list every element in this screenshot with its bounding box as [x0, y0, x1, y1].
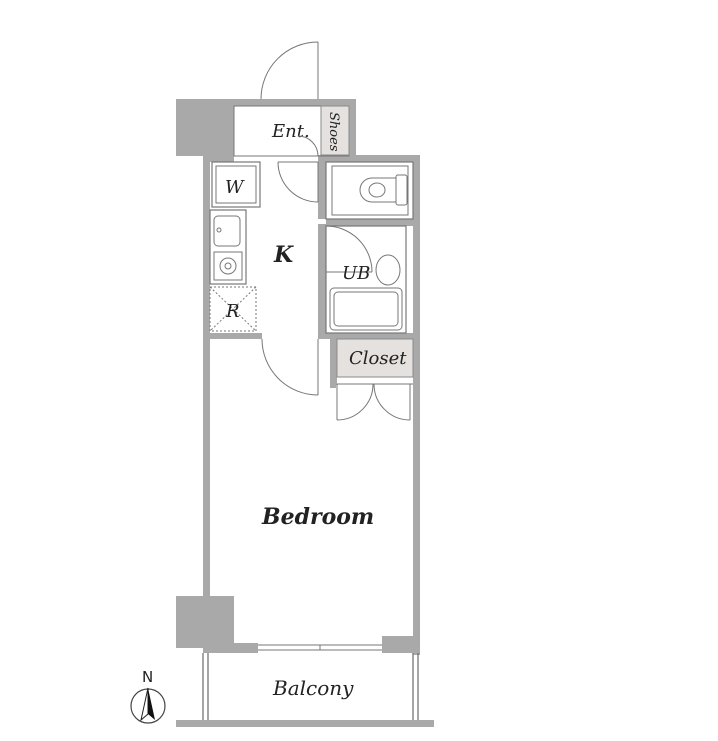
- closet-doors: [336, 383, 413, 421]
- shoes-label: Shoes: [326, 112, 341, 152]
- compass: [130, 687, 166, 724]
- washer-label: W: [225, 177, 245, 198]
- closet-label: Closet: [349, 348, 407, 369]
- kitchen-door: [277, 161, 319, 203]
- bedroom-door: [261, 338, 319, 396]
- refrigerator-space: [209, 286, 257, 332]
- bedroom-label: Bedroom: [261, 504, 374, 530]
- entrance-inner-arc: [297, 135, 319, 157]
- kitchen-counter: [209, 209, 247, 285]
- closet: [336, 338, 414, 378]
- balcony-label: Balcony: [272, 676, 354, 700]
- kitchen-label: K: [273, 242, 294, 268]
- unit-bath: [325, 225, 407, 334]
- shoe-cabinet: [320, 105, 350, 156]
- compass-arrow-right: [148, 688, 155, 720]
- outer-walls: [176, 99, 420, 655]
- entrance-door: [260, 41, 319, 100]
- toilet-room: [325, 161, 414, 220]
- entrance-label: Ent.: [271, 121, 310, 142]
- balcony: [176, 644, 434, 727]
- unit-bath-label: UB: [342, 263, 370, 284]
- refrigerator-label: R: [225, 301, 240, 322]
- compass-north-label: N: [142, 668, 153, 686]
- washer-space: [211, 161, 261, 208]
- interior-walls: [210, 162, 413, 388]
